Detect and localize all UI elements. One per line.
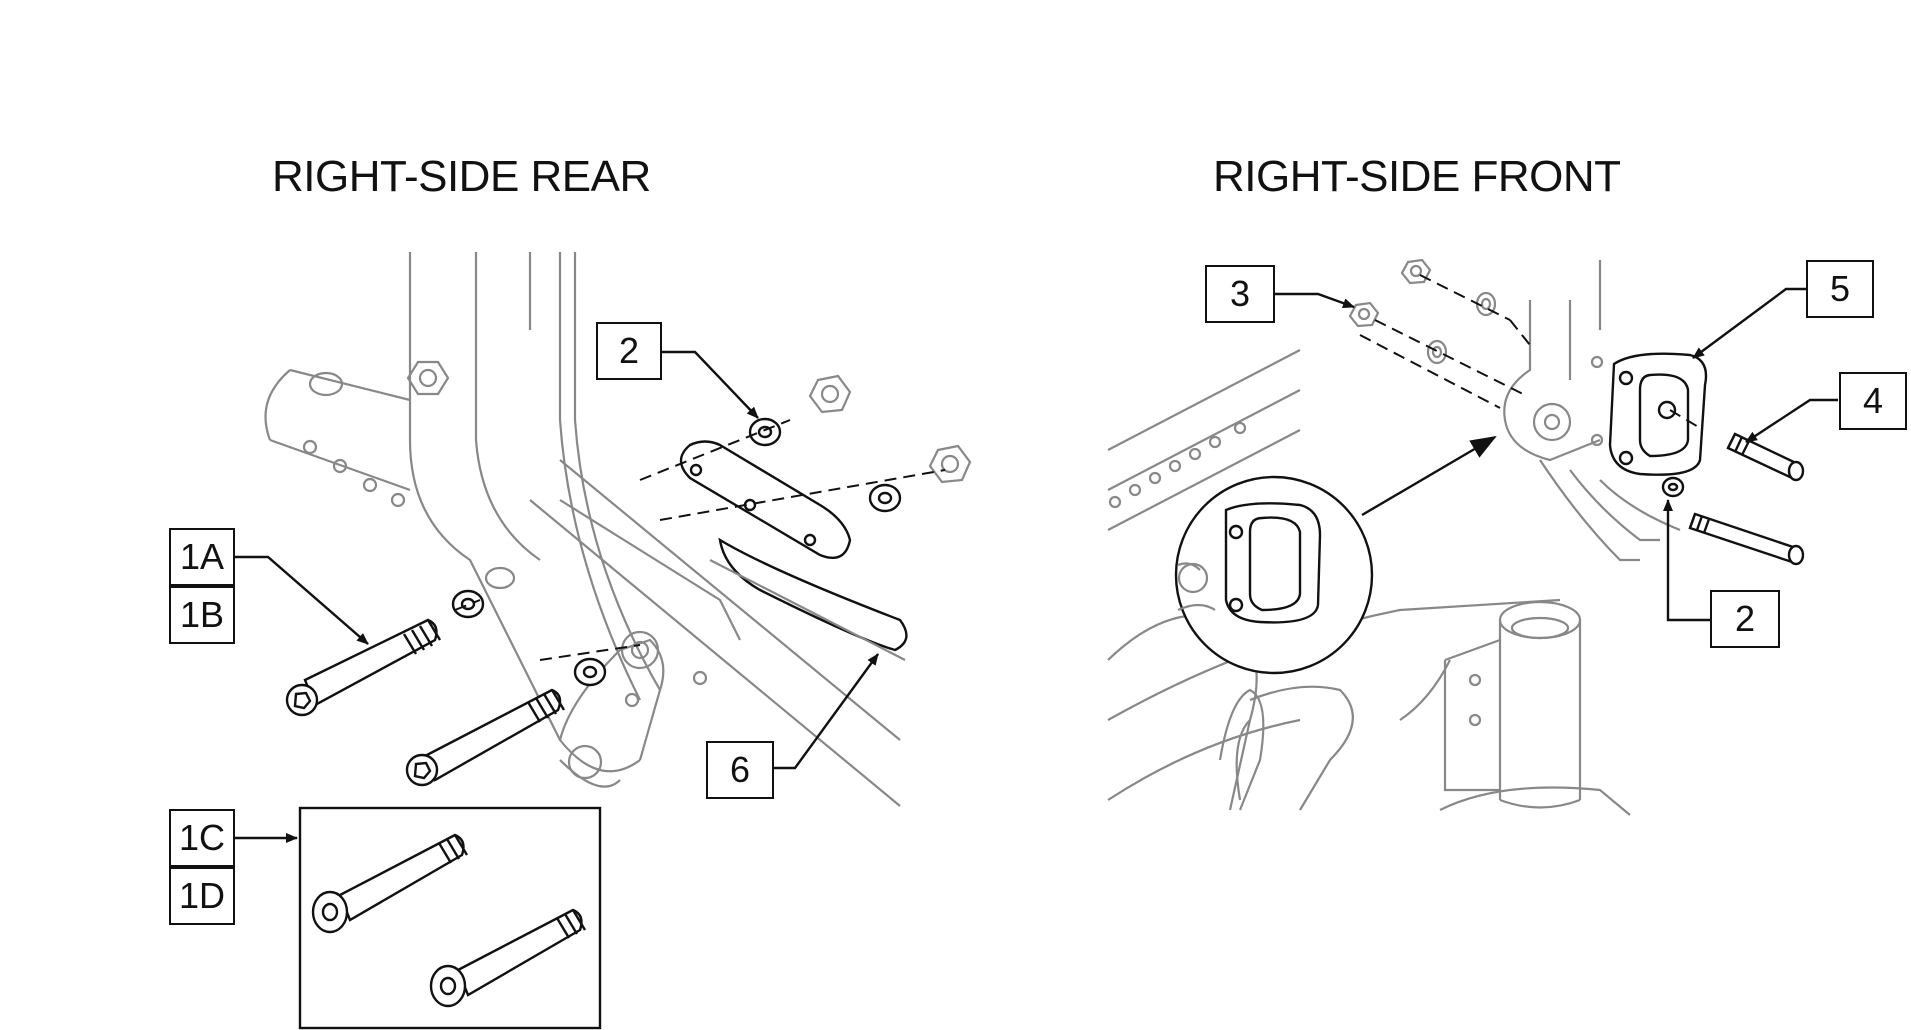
callout-1b: 1B (169, 586, 235, 644)
callout-1c: 1C (169, 809, 235, 867)
rear-hardware (285, 374, 972, 787)
left-leaders (233, 350, 879, 843)
right-leaders (1273, 287, 1838, 622)
callout-2-left: 2 (596, 322, 662, 380)
right-view-title: RIGHT-SIDE FRONT (1213, 152, 1621, 201)
callout-3: 3 (1205, 265, 1275, 323)
rear-frame (264, 252, 901, 807)
callout-5: 5 (1806, 260, 1874, 318)
front-frame (1107, 260, 1681, 816)
inset-box-1c-1d (298, 806, 602, 1030)
callout-1a: 1A (169, 528, 235, 586)
callout-6: 6 (706, 741, 774, 799)
callout-1d: 1D (169, 867, 235, 925)
callout-4: 4 (1839, 372, 1907, 430)
front-hardware (1174, 258, 1805, 675)
left-view-title: RIGHT-SIDE REAR (272, 152, 651, 201)
callout-2-right: 2 (1710, 590, 1780, 648)
bracket-plate-6 (679, 440, 908, 661)
front-plate-5 (1590, 352, 1708, 476)
